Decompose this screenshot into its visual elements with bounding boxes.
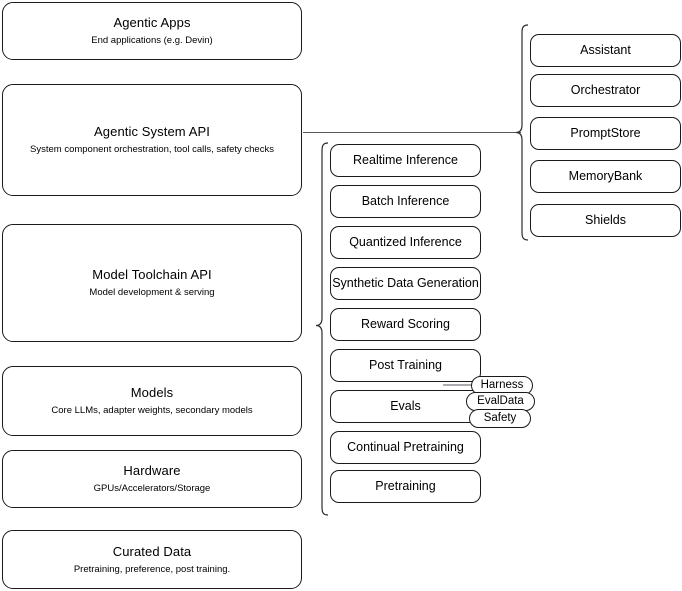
agentic-component-memorybank[interactable]: MemoryBank bbox=[530, 160, 681, 193]
toolchain-component-label: Batch Inference bbox=[361, 194, 450, 208]
toolchain-component-label: Reward Scoring bbox=[361, 317, 450, 331]
stack-layer-title: Agentic System API bbox=[94, 124, 210, 139]
toolchain-component-label: Post Training bbox=[369, 358, 442, 372]
stack-layer-title: Curated Data bbox=[112, 543, 192, 559]
evals-subcomponent-label: Safety bbox=[483, 412, 517, 424]
agentic-component-orchestrator[interactable]: Orchestrator bbox=[530, 74, 681, 107]
stack-layer-subtitle: Pretraining, preference, post training. bbox=[73, 563, 231, 575]
agentic-component-assistant[interactable]: Assistant bbox=[530, 34, 681, 67]
toolchain-component-realtime-inference[interactable]: Realtime Inference bbox=[330, 144, 481, 177]
stack-layer-hardware[interactable]: Hardware GPUs/Accelerators/Storage bbox=[2, 450, 302, 508]
agentic-component-shields[interactable]: Shields bbox=[530, 204, 681, 237]
evals-subcomponent-evaldata[interactable]: EvalData bbox=[466, 392, 535, 411]
stack-layer-agentic-apps[interactable]: Agentic Apps End applications (e.g. Devi… bbox=[2, 2, 302, 60]
evals-subcomponent-label: EvalData bbox=[477, 395, 524, 407]
stack-layer-subtitle: System component orchestration, tool cal… bbox=[30, 144, 274, 155]
agentic-component-label: MemoryBank bbox=[568, 169, 643, 183]
stack-layer-models[interactable]: Models Core LLMs, adapter weights, secon… bbox=[2, 366, 302, 436]
brace-agentic-components bbox=[515, 24, 529, 241]
brace-toolchain-components bbox=[315, 142, 329, 516]
agentic-component-label: Orchestrator bbox=[570, 83, 641, 97]
toolchain-component-reward-scoring[interactable]: Reward Scoring bbox=[330, 308, 481, 341]
stack-layer-subtitle: GPUs/Accelerators/Storage bbox=[93, 483, 211, 494]
agentic-component-label: Shields bbox=[585, 213, 626, 227]
toolchain-component-synthetic-data-generation[interactable]: Synthetic Data Generation bbox=[330, 267, 481, 300]
toolchain-component-pretraining[interactable]: Pretraining bbox=[330, 470, 481, 503]
agentic-component-promptstore[interactable]: PromptStore bbox=[530, 117, 681, 150]
stack-layer-title: Agentic Apps bbox=[113, 15, 191, 30]
agentic-component-label: PromptStore bbox=[570, 126, 641, 140]
agentic-component-label: Assistant bbox=[580, 43, 631, 57]
toolchain-component-label: Pretraining bbox=[375, 479, 436, 493]
stack-layer-title: Hardware bbox=[123, 463, 181, 478]
stack-layer-subtitle: End applications (e.g. Devin) bbox=[91, 35, 213, 46]
stack-layer-title: Models bbox=[130, 385, 174, 400]
toolchain-component-label: Realtime Inference bbox=[353, 153, 458, 167]
toolchain-component-label: Quantized Inference bbox=[349, 235, 462, 249]
toolchain-component-label: Continual Pretraining bbox=[347, 440, 464, 454]
toolchain-component-label: Synthetic Data Generation bbox=[332, 276, 479, 290]
stack-layer-title: Model Toolchain API bbox=[92, 267, 212, 282]
toolchain-component-quantized-inference[interactable]: Quantized Inference bbox=[330, 226, 481, 259]
evals-subcomponent-harness[interactable]: Harness bbox=[471, 376, 533, 395]
toolchain-component-post-training[interactable]: Post Training bbox=[330, 349, 481, 382]
evals-subcomponent-label: Harness bbox=[480, 379, 524, 391]
toolchain-component-batch-inference[interactable]: Batch Inference bbox=[330, 185, 481, 218]
stack-layer-subtitle: Model development & serving bbox=[89, 287, 215, 298]
stack-layer-subtitle: Core LLMs, adapter weights, secondary mo… bbox=[51, 405, 253, 416]
toolchain-component-label: Evals bbox=[390, 399, 421, 413]
toolchain-component-continual-pretraining[interactable]: Continual Pretraining bbox=[330, 431, 481, 464]
stack-layer-curated-data[interactable]: Curated Data Pretraining, preference, po… bbox=[2, 530, 302, 589]
toolchain-component-evals[interactable]: Evals bbox=[330, 390, 481, 423]
stack-layer-agentic-system-api[interactable]: Agentic System API System component orch… bbox=[2, 84, 302, 196]
evals-subcomponent-safety[interactable]: Safety bbox=[469, 409, 531, 428]
stack-layer-model-toolchain-api[interactable]: Model Toolchain API Model development & … bbox=[2, 224, 302, 342]
